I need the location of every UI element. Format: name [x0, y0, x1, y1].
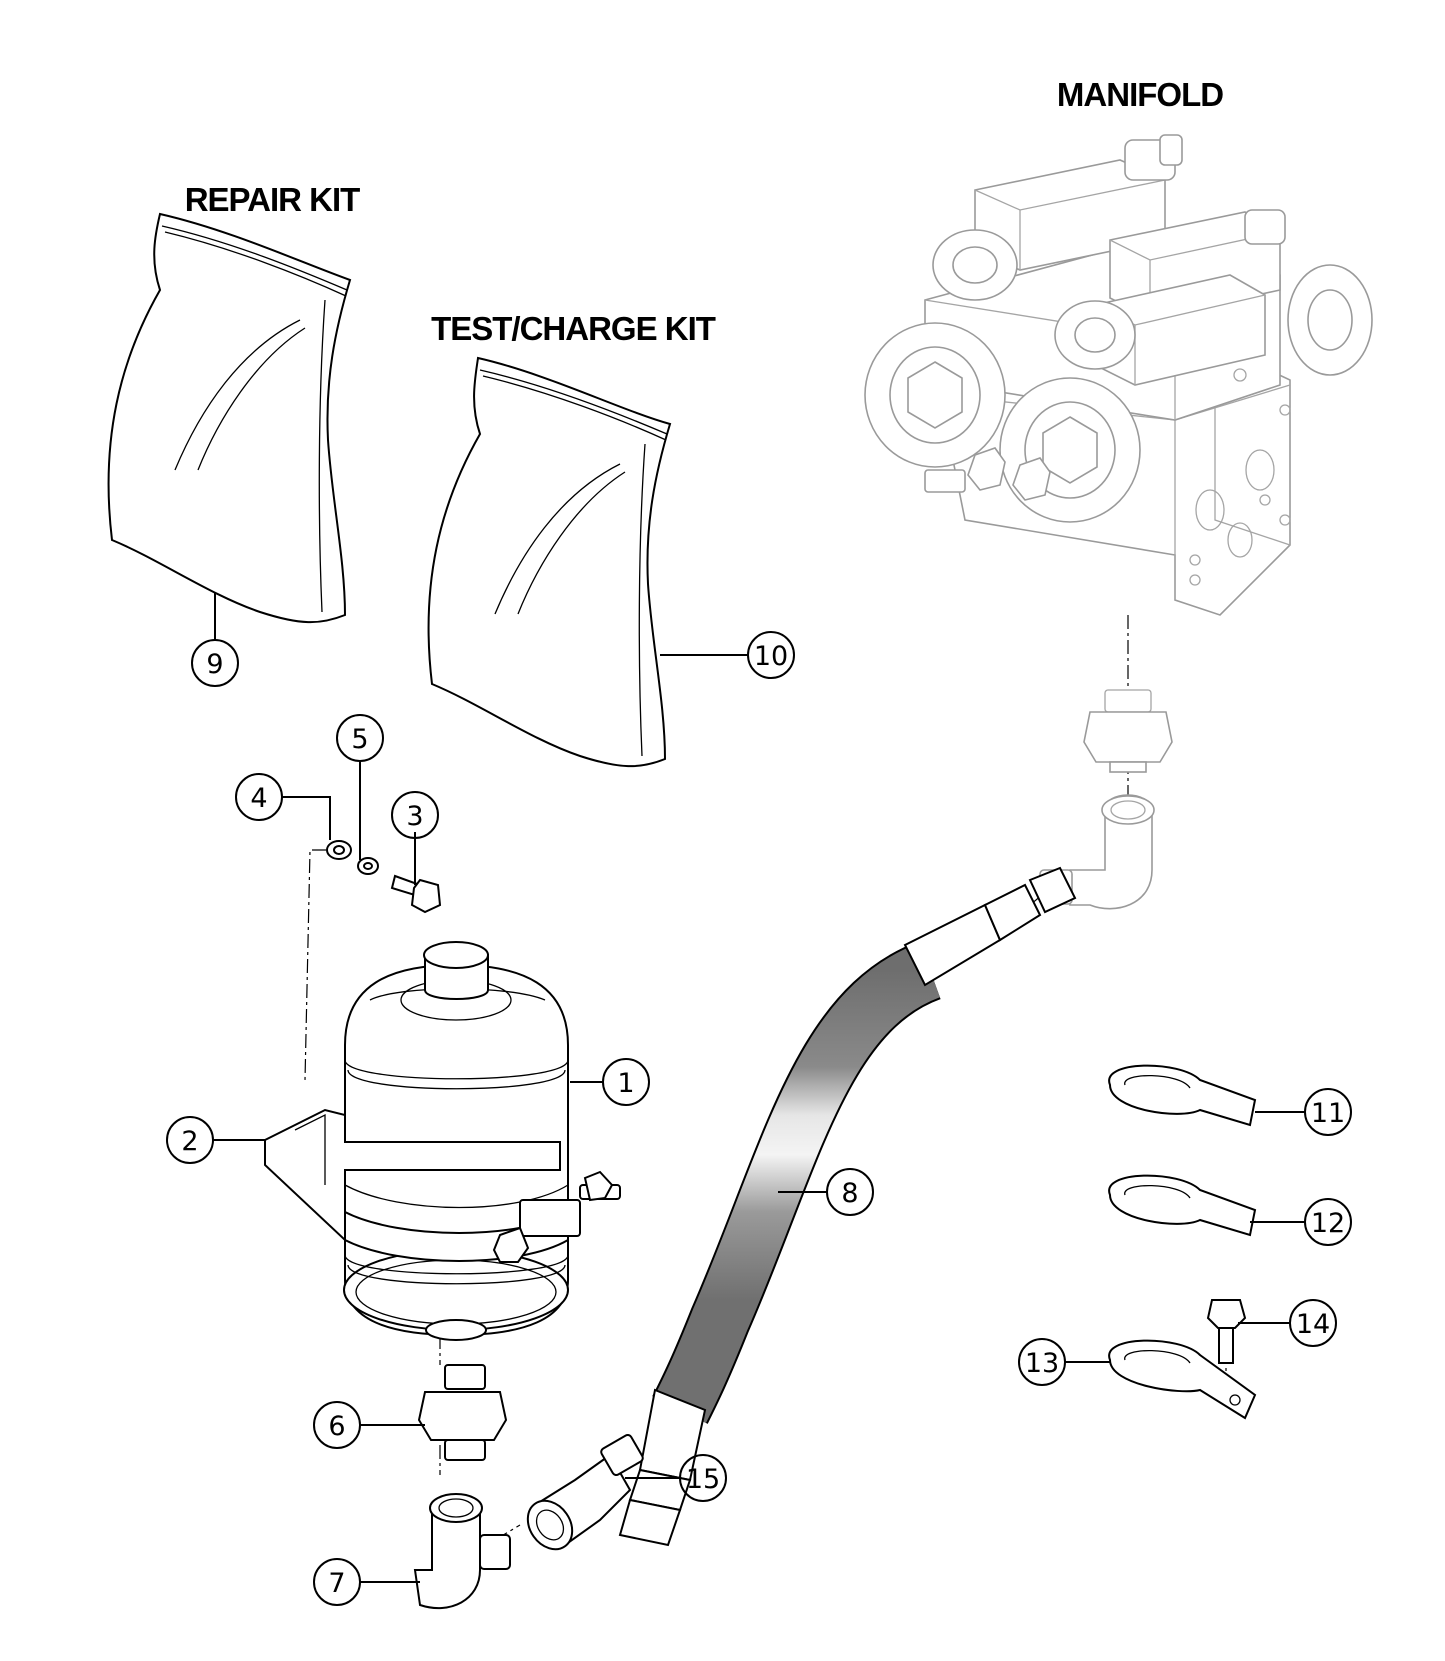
callout-13: 13 [1018, 1338, 1066, 1386]
svg-text:2: 2 [181, 1126, 198, 1157]
svg-text:12: 12 [1311, 1208, 1345, 1239]
test-charge-kit-label: TEST/CHARGE KIT [431, 310, 716, 347]
callout-7: 7 [313, 1558, 361, 1606]
svg-text:3: 3 [406, 801, 423, 832]
svg-text:1: 1 [617, 1068, 634, 1099]
callout-12: 12 [1304, 1198, 1352, 1246]
callout-14: 14 [1289, 1299, 1337, 1347]
elbow-45-fitting-15 [526, 1433, 644, 1551]
svg-text:11: 11 [1311, 1098, 1345, 1129]
repair-kit-bag [107, 212, 352, 624]
lock-washer-5 [357, 857, 379, 875]
clamp-12 [1108, 1174, 1257, 1237]
bolt-3 [390, 874, 442, 914]
accumulator-bracket [264, 1108, 621, 1263]
adapter-fitting-6 [417, 1364, 508, 1461]
clamp-13 [1108, 1339, 1257, 1420]
callout-11: 11 [1304, 1088, 1352, 1136]
leader-lines [212, 592, 1305, 1583]
svg-text:14: 14 [1296, 1309, 1330, 1340]
elbow-fitting-7 [413, 1493, 511, 1610]
manifold-label: MANIFOLD [1057, 76, 1223, 113]
svg-text:9: 9 [206, 649, 223, 680]
callout-10: 10 [747, 631, 795, 679]
svg-text:6: 6 [328, 1411, 345, 1442]
washer-4 [326, 840, 352, 860]
svg-text:8: 8 [841, 1178, 858, 1209]
svg-text:4: 4 [250, 783, 267, 814]
svg-text:15: 15 [686, 1464, 720, 1495]
svg-text:10: 10 [754, 641, 788, 672]
callout-6: 6 [313, 1401, 361, 1449]
svg-text:7: 7 [328, 1568, 345, 1599]
svg-text:13: 13 [1025, 1348, 1059, 1379]
callout-4: 4 [235, 773, 283, 821]
repair-kit-label: REPAIR KIT [185, 181, 360, 218]
callout-9: 9 [191, 639, 239, 687]
clamp-11 [1108, 1064, 1257, 1127]
callout-5: 5 [336, 714, 384, 762]
bolt-14 [1206, 1299, 1247, 1364]
hydraulic-hose [618, 866, 1077, 1547]
test-charge-kit-bag [427, 356, 672, 768]
callout-1: 1 [602, 1058, 650, 1106]
callout-2: 2 [166, 1116, 214, 1164]
manifold-fitting-adapter [1083, 689, 1173, 773]
manifold-assembly [864, 134, 1373, 616]
svg-text:5: 5 [351, 724, 368, 755]
callout-8: 8 [826, 1168, 874, 1216]
callout-15: 15 [679, 1454, 727, 1502]
callout-3: 3 [391, 791, 439, 839]
